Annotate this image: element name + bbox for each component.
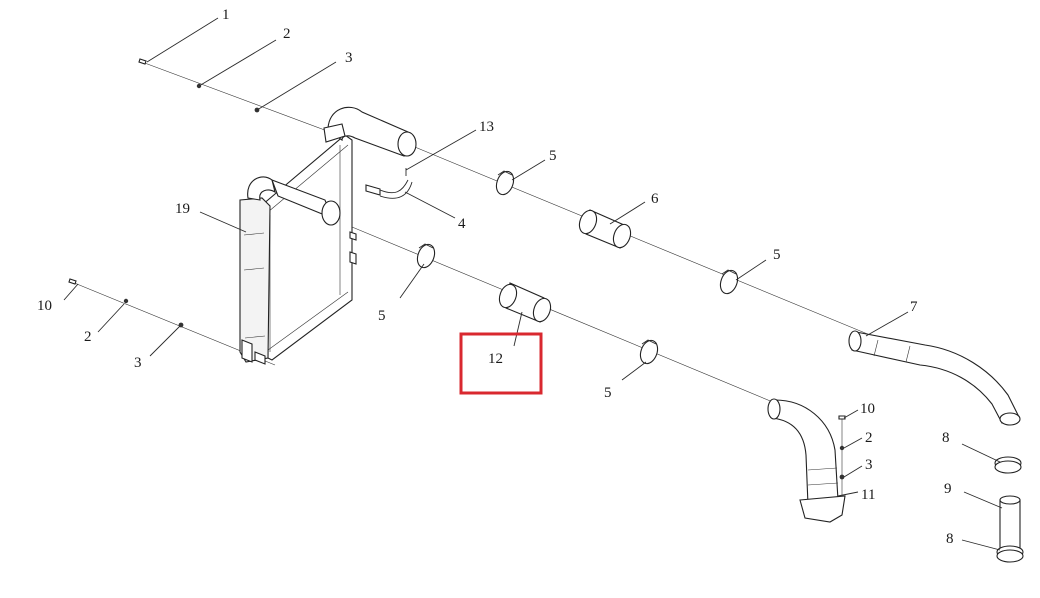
part-labels: 1 2 3 13 5 6 19 4 5 5 7 10 2 3 12 5 10 2… (37, 7, 954, 547)
highlight-box (459, 332, 543, 395)
sleeve-9 (999, 495, 1021, 549)
label-7: 7 (910, 299, 918, 315)
label-8-top: 8 (942, 430, 950, 446)
sleeve-6 (578, 209, 632, 249)
label-3-left: 3 (134, 355, 142, 371)
label-5-left: 5 (378, 308, 386, 324)
label-5: 5 (549, 148, 557, 164)
label-10: 10 (37, 298, 52, 314)
label-2-right: 2 (865, 430, 873, 446)
label-19: 19 (175, 201, 190, 217)
label-2-left: 2 (84, 329, 92, 345)
washer-2b-icon (123, 298, 129, 304)
pipe-7 (848, 330, 1021, 426)
label-1: 1 (222, 7, 230, 23)
clamp-8b (996, 545, 1024, 563)
leader-lines (63, 17, 1003, 551)
bolt-1-icon (138, 58, 147, 65)
hose-4 (365, 179, 413, 199)
label-13: 13 (479, 119, 494, 135)
label-8-bottom: 8 (946, 531, 954, 547)
washer-2c-icon (839, 445, 845, 451)
nut-3c-icon (839, 474, 845, 480)
label-12: 12 (488, 351, 503, 367)
label-3-right: 3 (865, 457, 873, 473)
label-10-right: 10 (860, 401, 875, 417)
label-3: 3 (345, 50, 353, 66)
pipe-11 (767, 398, 846, 523)
label-5-bottom: 5 (604, 385, 612, 401)
label-9: 9 (944, 481, 952, 497)
label-5-right: 5 (773, 247, 781, 263)
clamp-8a (994, 456, 1022, 474)
axis-lines (71, 61, 871, 500)
label-11: 11 (861, 487, 875, 503)
intercooler-19 (239, 106, 417, 365)
label-4: 4 (458, 216, 466, 232)
label-6: 6 (651, 191, 659, 207)
bolt-10-icon (68, 278, 77, 285)
fasteners (68, 58, 846, 480)
sleeve-12 (498, 282, 552, 323)
label-2: 2 (283, 26, 291, 42)
clamps-5 (416, 170, 739, 365)
bolt-10b-icon (838, 415, 846, 420)
